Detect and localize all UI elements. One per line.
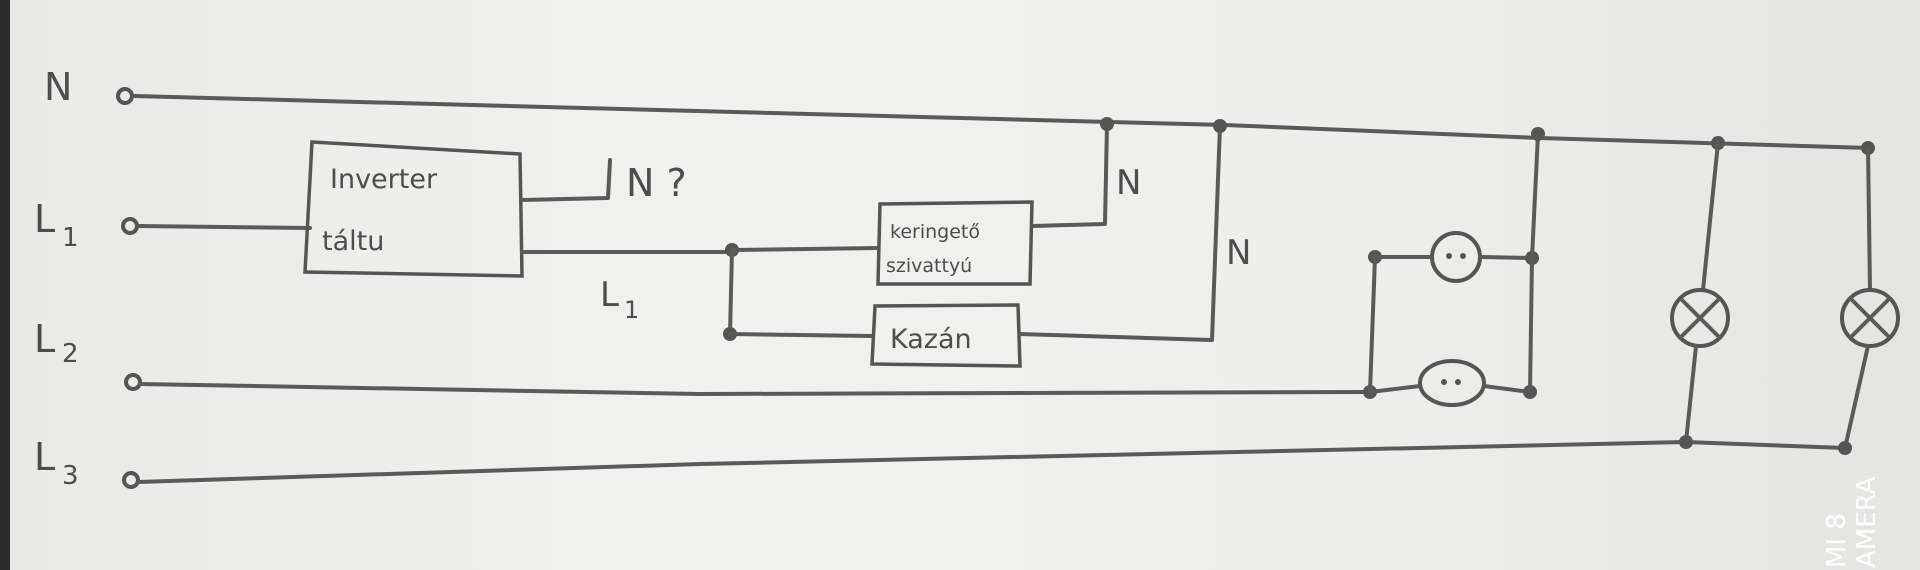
label-l2-sub: 2 — [62, 339, 79, 369]
lamp2-l3-dot — [1838, 441, 1852, 455]
lamp1-top-wire — [1701, 141, 1720, 292]
label-l1: L — [34, 197, 55, 241]
kazan-box — [870, 303, 1022, 368]
socket-left-rail — [1368, 255, 1377, 394]
label-l3-sub: 3 — [62, 461, 79, 491]
socket2-left-wire — [1368, 384, 1422, 394]
l3-terminal — [122, 471, 140, 489]
label-l1-sub: 1 — [62, 223, 79, 253]
socket-2-pin-a — [1441, 379, 1447, 385]
inverter-label-1: Inverter — [330, 164, 438, 195]
lamp-1-cross-b — [1680, 298, 1720, 338]
socket-1-pin-a — [1446, 253, 1452, 259]
socket1-right-wire — [1478, 255, 1532, 260]
inverter-label-2: táltu — [322, 226, 384, 257]
lamp-2-cross-b — [1850, 298, 1890, 338]
l1-to-pump-wire — [730, 246, 880, 252]
pump-label-2: szivattyú — [886, 255, 972, 277]
lamp1-bottom-wire — [1684, 344, 1698, 444]
camera-watermark: MI 8 AMERA — [1822, 477, 1882, 568]
l2-wire — [138, 382, 1370, 396]
label-l1-mid: L — [600, 275, 619, 315]
inverter-n-wire — [520, 158, 612, 202]
lamp1-l3-dot — [1679, 435, 1693, 449]
l1-to-kazan-wire — [728, 332, 874, 338]
label-l3: L — [34, 435, 55, 479]
socket-2-pin-b — [1455, 379, 1461, 385]
pump-label-1: keringető — [890, 221, 980, 243]
label-n-right-1: N — [1116, 163, 1141, 203]
label-n: N — [44, 65, 72, 109]
watermark-line-2: AMERA — [1852, 476, 1882, 568]
n-terminal — [116, 87, 134, 105]
pump-box — [876, 200, 1034, 286]
l1-input-wire — [136, 224, 312, 230]
l1-drop-wire — [728, 248, 734, 336]
kazan-label: Kazán — [890, 324, 972, 355]
socket-1-pin-b — [1460, 253, 1466, 259]
inverter-box — [303, 140, 524, 278]
label-n-question: N ? — [626, 161, 687, 205]
socket2-right-wire — [1482, 384, 1532, 394]
socket-n-dot — [1531, 127, 1545, 141]
pump-n-wire — [1030, 122, 1109, 228]
socket-right-rail — [1528, 132, 1540, 394]
label-l2: L — [34, 317, 55, 361]
lamp2-bottom-wire — [1843, 344, 1870, 450]
l2-terminal — [124, 373, 142, 391]
lamp-1-icon — [1670, 288, 1730, 348]
socket-1-icon — [1430, 231, 1482, 283]
label-l1-mid-sub: 1 — [624, 296, 639, 324]
label-n-right-2: N — [1226, 233, 1251, 273]
watermark-line-1: MI 8 — [1822, 513, 1852, 568]
kazan-n-dot — [1213, 119, 1227, 133]
l1-terminal — [121, 217, 139, 235]
l3-wire — [136, 440, 1847, 484]
kazan-n-wire — [1018, 124, 1222, 342]
lamp2-top-wire — [1866, 146, 1872, 292]
socket-2-icon — [1418, 359, 1486, 407]
pump-n-dot — [1100, 117, 1114, 131]
n-rail-wire — [133, 94, 1872, 150]
